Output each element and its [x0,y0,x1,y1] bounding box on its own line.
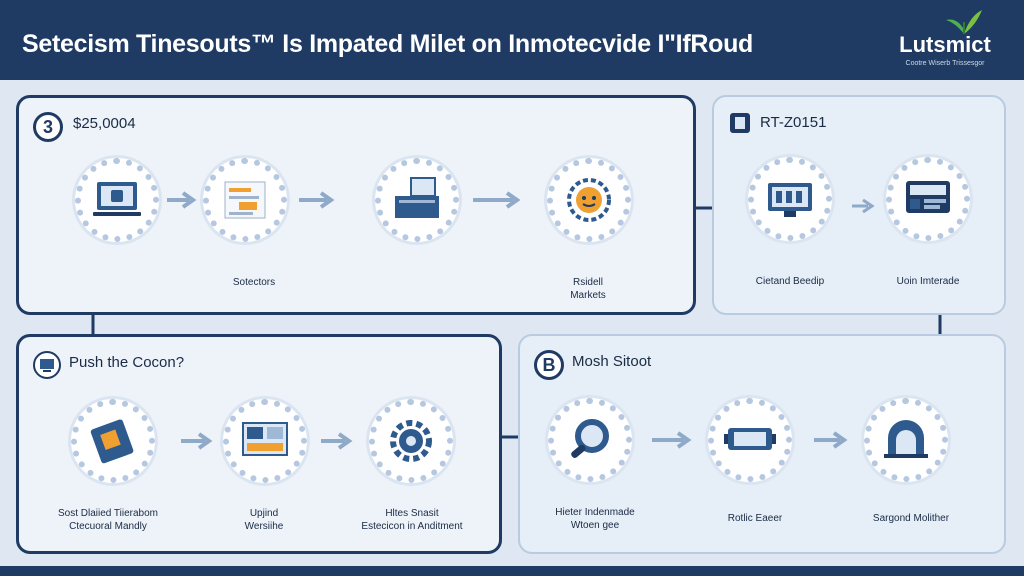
panel-title: $25,0004 [73,115,136,132]
step-circle-device [708,398,792,482]
arrow-right-icon [181,432,213,450]
page-title: Setecism Tinesouts™ Is Impated Milet on … [22,30,754,58]
step-circle-gear [369,399,453,483]
monitor-icon [768,183,812,217]
gear-face-icon [567,178,611,222]
panel-markets: 3 $25,0004 [16,95,696,315]
step-circle-document [203,158,287,242]
step-circle-card [71,399,155,483]
logo-name: Lutsmict [899,32,991,57]
device-panel-icon [724,428,776,450]
panel-interface: RT-Z0151 Cietand Beedip Uoin Imterade [712,95,1006,315]
step-circle-gear-face [547,158,631,242]
step-circle-monitor [748,157,832,241]
panel-title: Mosh Sitoot [572,353,652,370]
brand-logo: Lutsmict Cootre Wiserb Trissesgor [880,8,1010,70]
step-label: Sotectors [232,277,276,288]
step-circle-magnifier [548,398,632,482]
arrow-right-icon [299,191,335,209]
header-bar: Setecism Tinesouts™ Is Impated Milet on … [0,0,1024,80]
terminal-icon [395,177,439,218]
panel-title: RT-Z0151 [760,114,827,131]
panel-title: Push the Cocon? [69,354,185,371]
magnifier-icon [571,419,609,458]
card-icon [90,419,134,464]
step-circle-scanner [864,398,948,482]
device-icon [730,113,750,133]
step-label: Rotlic Eaeer [727,513,783,524]
step-label: Uoin Imterade [896,276,960,287]
gear-icon [390,420,432,462]
arrow-right-icon [814,431,848,449]
step-label: Sargond Molither [872,513,950,524]
laptop-icon [93,182,141,216]
step-label: Cietand Beedip [755,276,825,287]
step-circle-server [886,157,970,241]
footer-strip [0,566,1024,576]
logo-tagline: Cootre Wiserb Trissesgor [905,60,985,67]
arrow-right-icon [473,191,521,209]
dashboard-icon [242,422,288,456]
scanner-icon [884,420,928,458]
arrow-right-icon [321,432,353,450]
step-circle-dashboard [223,399,307,483]
step-circle-laptop [75,158,159,242]
step-circle-terminal [375,158,459,242]
arrow-right-icon [652,431,692,449]
document-icon [224,181,266,219]
panel-badge: B [534,350,564,380]
monitor-badge-icon [33,351,61,379]
panel-badge: 3 [33,112,63,142]
arrow-right-icon [167,191,197,209]
arrow-right-icon [852,198,875,214]
leaf-icon [946,10,982,34]
server-icon [906,181,950,213]
